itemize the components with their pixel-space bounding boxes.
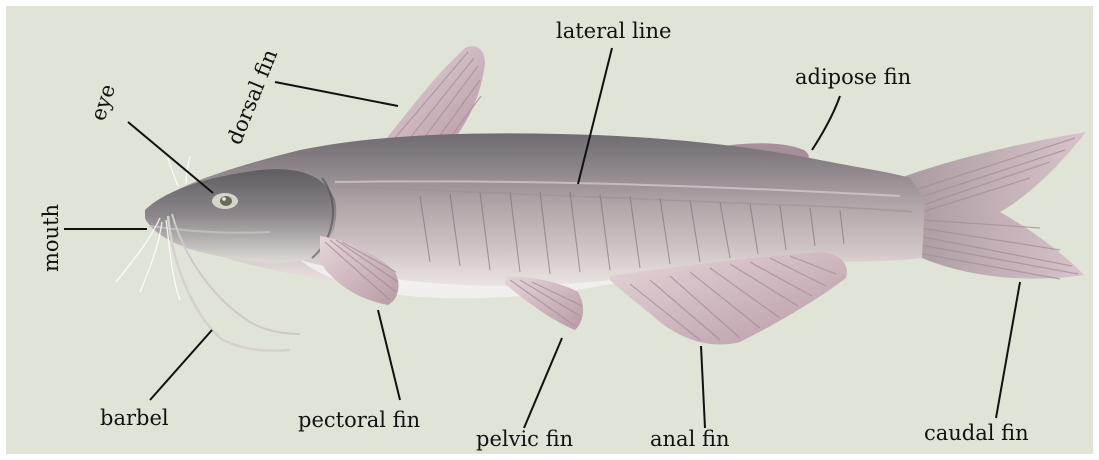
label-anal-fin: anal fin bbox=[650, 427, 730, 451]
label-adipose-fin: adipose fin bbox=[795, 65, 911, 89]
label-pectoral-fin: pectoral fin bbox=[298, 408, 420, 432]
label-lateral-line: lateral line bbox=[556, 19, 671, 43]
label-barbel: barbel bbox=[100, 406, 169, 430]
label-caudal-fin: caudal fin bbox=[924, 421, 1029, 445]
label-mouth: mouth bbox=[39, 204, 63, 272]
label-pelvic-fin: pelvic fin bbox=[476, 427, 573, 451]
eye-shape bbox=[212, 193, 238, 209]
